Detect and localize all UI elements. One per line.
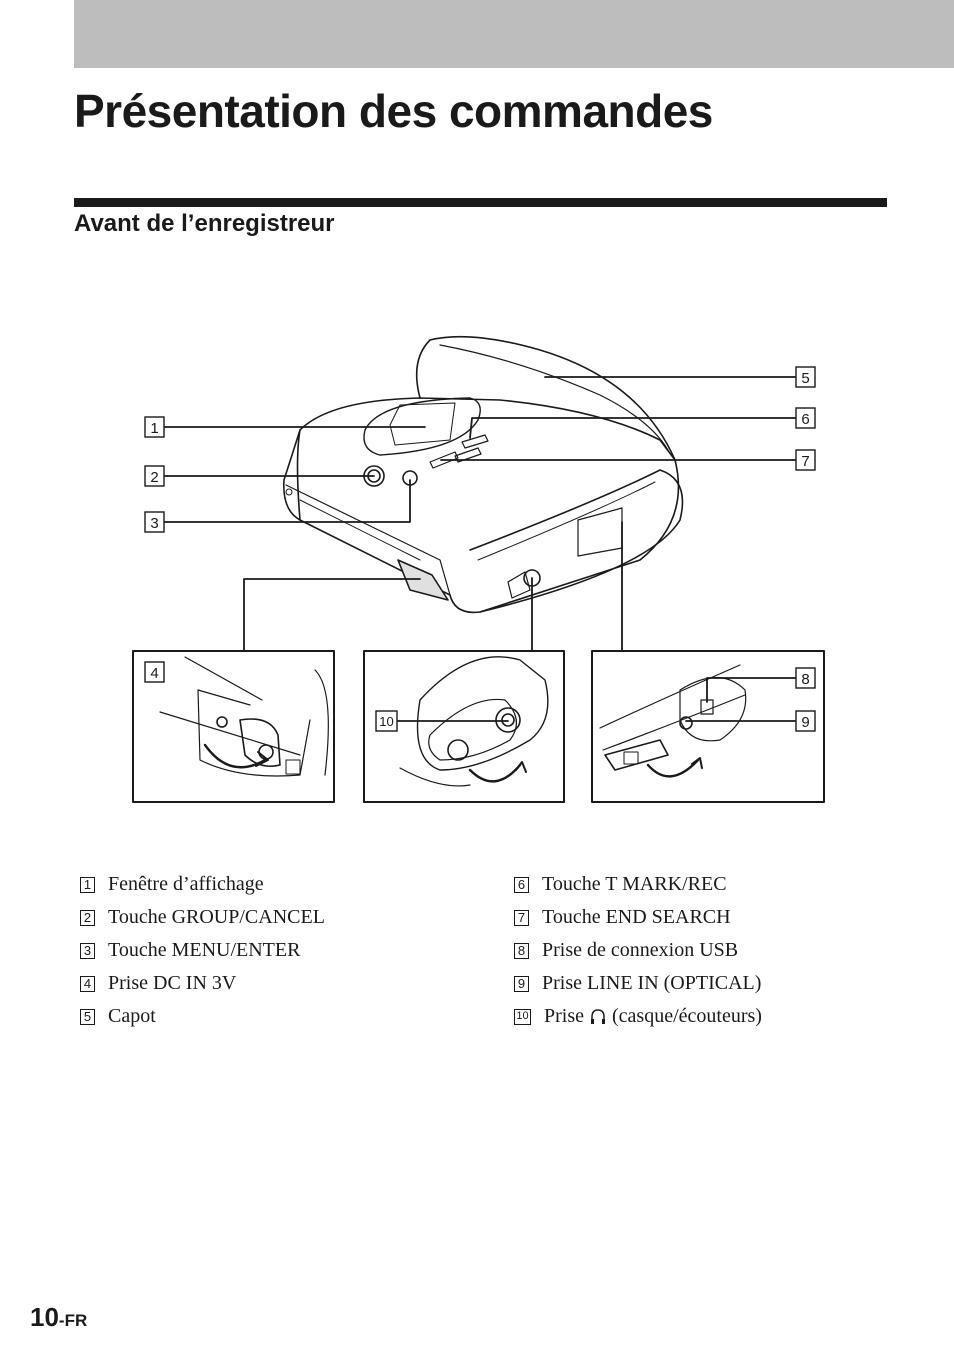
callout-label: 5 [801, 370, 809, 387]
callout-10: 10 [375, 710, 398, 732]
detail-dc-in-jack [132, 650, 335, 803]
detail-usb-line-in [591, 650, 825, 803]
legend-item: 7 Touche END SEARCH [514, 901, 762, 934]
legend-item: 4 Prise DC IN 3V [80, 967, 325, 1000]
legend-right: 6 Touche T MARK/REC 7 Touche END SEARCH … [514, 868, 762, 1033]
callout-label: 3 [150, 515, 158, 532]
legend-text: Prise de connexion USB [542, 939, 739, 961]
page-number: 10-FR [30, 1302, 87, 1333]
legend-item: 5 Capot [80, 1000, 325, 1033]
recorder-diagram: 1 2 3 4 5 6 7 8 9 10 [132, 335, 825, 803]
callout-4: 4 [144, 661, 165, 683]
legend-item: 10 Prise (casque/écouteurs) [514, 1000, 762, 1033]
callout-1: 1 [144, 416, 165, 438]
page-title: Présentation des commandes [74, 85, 713, 137]
legend-left: 1 Fenêtre d’affichage 2 Touche GROUP/CAN… [80, 868, 325, 1033]
detail-headphone-jack [363, 650, 565, 803]
legend-text: Prise DC IN 3V [108, 972, 237, 994]
callout-7: 7 [795, 449, 816, 471]
legend-number: 5 [80, 1008, 95, 1025]
callout-label: 10 [379, 714, 393, 729]
legend-item: 1 Fenêtre d’affichage [80, 868, 325, 901]
legend-item: 6 Touche T MARK/REC [514, 868, 762, 901]
legend-text: Touche GROUP/CANCEL [108, 906, 325, 928]
legend-number: 6 [514, 876, 529, 893]
recorder-illustration [283, 335, 684, 614]
callout-9: 9 [795, 710, 816, 732]
legend-number: 4 [80, 975, 95, 992]
callout-label: 4 [150, 665, 158, 682]
callout-8: 8 [795, 667, 816, 689]
callout-label: 6 [801, 411, 809, 428]
legend-number: 2 [80, 909, 95, 926]
page-number-suffix: -FR [58, 1311, 88, 1330]
legend-text: Prise [544, 1005, 584, 1027]
section-title: Avant de l’enregistreur [74, 210, 335, 237]
legend-item: 2 Touche GROUP/CANCEL [80, 901, 325, 934]
callout-label: 7 [801, 453, 809, 470]
legend-number: 3 [80, 942, 95, 959]
callout-label: 2 [150, 469, 158, 486]
legend-text: Touche MENU/ENTER [108, 939, 301, 961]
section-divider [74, 198, 887, 207]
legend-text: Capot [108, 1005, 156, 1027]
callout-label: 8 [801, 671, 809, 688]
page-number-value: 10 [30, 1302, 59, 1332]
legend-number: 8 [514, 942, 529, 959]
legend-item: 9 Prise LINE IN (OPTICAL) [514, 967, 762, 1000]
callout-2: 2 [144, 465, 165, 487]
header-bar [74, 0, 954, 68]
legend-number: 1 [80, 876, 95, 893]
callout-3: 3 [144, 511, 165, 533]
legend-text: Touche END SEARCH [542, 906, 731, 928]
callout-6: 6 [795, 407, 816, 429]
legend-number: 7 [514, 909, 529, 926]
legend-number: 10 [514, 1008, 531, 1025]
legend-number: 9 [514, 975, 529, 992]
headphones-icon [591, 1008, 605, 1024]
legend-item: 3 Touche MENU/ENTER [80, 934, 325, 967]
legend-text: Prise LINE IN (OPTICAL) [542, 972, 762, 994]
leader-lines [164, 376, 796, 722]
legend-item: 8 Prise de connexion USB [514, 934, 762, 967]
legend-text: Touche T MARK/REC [542, 873, 727, 895]
callout-5: 5 [795, 366, 816, 388]
callout-label: 9 [801, 714, 809, 731]
callout-label: 1 [150, 420, 158, 437]
legend-text: Fenêtre d’affichage [108, 873, 264, 895]
legend-text-after: (casque/écouteurs) [612, 1005, 762, 1027]
